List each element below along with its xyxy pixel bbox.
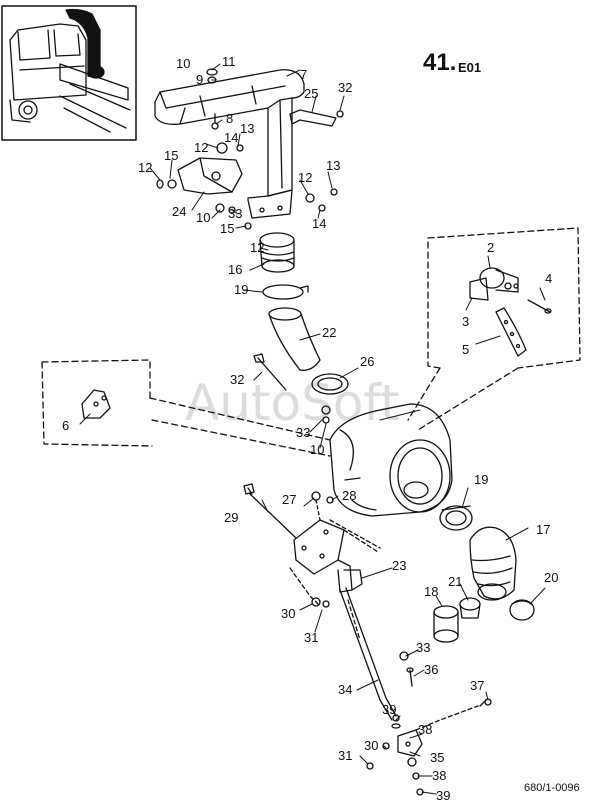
reducer-21 — [459, 597, 481, 619]
section-number: 41. — [423, 49, 456, 76]
part-label: 26 — [360, 354, 374, 369]
clamp-19-top — [262, 284, 309, 300]
part-label: 38 — [418, 722, 432, 737]
part-label: 28 — [342, 488, 356, 503]
part-label: 39 — [436, 788, 450, 803]
part-label: 25 — [304, 86, 318, 101]
part-label: 38 — [432, 768, 446, 783]
leader-lines — [79, 63, 546, 795]
part-label: 4 — [545, 271, 552, 286]
truck-thumbnail — [1, 5, 137, 141]
section-suffix: E01 — [458, 60, 481, 75]
part-label: 33 — [296, 425, 310, 440]
part-label: 29 — [224, 510, 238, 525]
part-label: 3 — [462, 314, 469, 329]
part-label: 9 — [196, 72, 203, 87]
part-label: 13 — [326, 158, 340, 173]
part-label: 10 — [310, 442, 324, 457]
part-label: 6 — [62, 418, 69, 433]
part-label: 19 — [474, 472, 488, 487]
part-label: 13 — [240, 121, 254, 136]
part-label: 15 — [220, 221, 234, 236]
inset-detail-box-left — [41, 359, 331, 457]
bolt-36 — [399, 651, 414, 687]
intake-pipe-7 — [154, 69, 305, 219]
part-label: 7 — [300, 67, 307, 82]
part-label: 32 — [230, 372, 244, 387]
part-label: 18 — [424, 584, 438, 599]
hose-16 — [259, 232, 295, 273]
part-label: 22 — [322, 325, 336, 340]
part-label: 19 — [234, 282, 248, 297]
part-label: 14 — [312, 216, 326, 231]
part-label: 8 — [226, 111, 233, 126]
part-label: 10 — [176, 56, 190, 71]
part-label: 2 — [487, 240, 494, 255]
bolt-29 — [243, 483, 297, 539]
part-label: 16 — [228, 262, 242, 277]
part-label: 12 — [138, 160, 152, 175]
bracket-6 — [81, 389, 111, 419]
seal-ring-19-lower — [439, 505, 473, 531]
part-label: 34 — [338, 682, 352, 697]
part-labels: 2 3 4 5 6 7 8 9 10 10 10 11 12 12 12 12 … — [62, 54, 558, 803]
pipe-22 — [268, 307, 321, 371]
part-label: 12 — [298, 170, 312, 185]
part-label: 37 — [470, 678, 484, 693]
inset-detail-box — [407, 227, 581, 431]
part-label: 39 — [382, 702, 396, 717]
part-label: 23 — [392, 558, 406, 573]
part-label: 33 — [228, 206, 242, 221]
sleeve-18 — [433, 605, 459, 643]
part-label: 17 — [536, 522, 550, 537]
part-label: 31 — [338, 748, 352, 763]
part-label: 12 — [194, 140, 208, 155]
watermark-text: AutoSoft — [185, 374, 400, 432]
fasteners-27-28 — [311, 491, 334, 521]
bracket-25 — [289, 109, 344, 127]
part-label: 10 — [196, 210, 210, 225]
part-label: 11 — [222, 54, 236, 69]
part-label: 14 — [224, 130, 238, 145]
part-label: 5 — [462, 342, 469, 357]
clamp-26 — [311, 373, 349, 424]
elbow-hose-17 — [469, 526, 517, 601]
part-label: 27 — [282, 492, 296, 507]
part-label: 12 — [250, 240, 264, 255]
screw-4 — [527, 299, 552, 314]
part-label: 36 — [424, 662, 438, 677]
bolt-32 — [253, 353, 287, 391]
lower-bracket-35 — [366, 698, 492, 796]
part-label: 15 — [164, 148, 178, 163]
air-filter-housing — [329, 403, 453, 517]
part-label: 30 — [281, 606, 295, 621]
mount-bracket-23 — [293, 519, 381, 593]
part-label: 32 — [338, 80, 352, 95]
fasteners-30-31 — [289, 567, 330, 608]
part-label: 21 — [448, 574, 462, 589]
part-label: 30 — [364, 738, 378, 753]
strap-5 — [495, 307, 527, 357]
bracket-24 — [177, 157, 243, 195]
restriction-indicator-2 — [469, 267, 519, 301]
strut-34 — [339, 587, 397, 721]
part-label: 35 — [430, 750, 444, 765]
part-label: 20 — [544, 570, 558, 585]
part-label: 33 — [416, 640, 430, 655]
drawing-code: 680/1-0096 — [524, 782, 580, 794]
part-label: 31 — [304, 630, 318, 645]
part-label: 24 — [172, 204, 186, 219]
